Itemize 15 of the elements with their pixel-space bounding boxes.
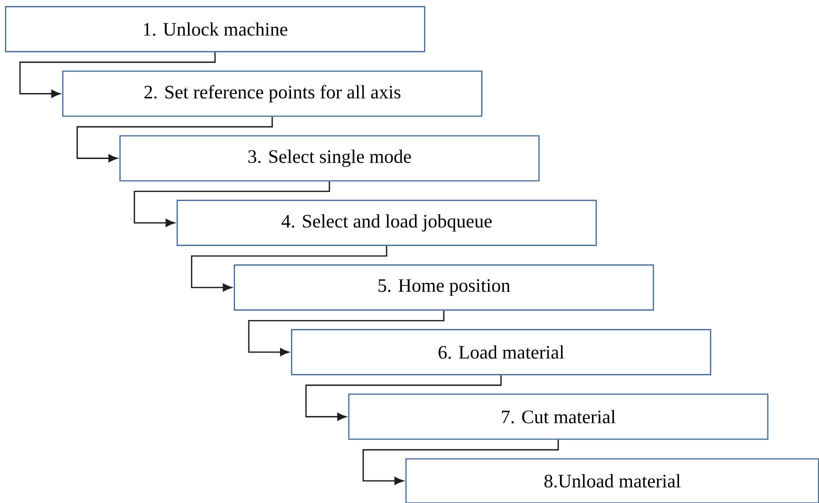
step-box: 4. Select and load jobqueue xyxy=(176,200,597,246)
elbow-arrow xyxy=(362,440,559,485)
elbow-arrow xyxy=(134,181,330,227)
step-box: 7. Cut material xyxy=(348,394,768,440)
elbow-arrow xyxy=(19,52,216,98)
step-box: 8.Unload material xyxy=(405,458,819,503)
step-box: 6. Load material xyxy=(291,329,712,376)
elbow-arrow xyxy=(248,310,444,356)
step-box: 1. Unlock machine xyxy=(5,6,426,52)
elbow-arrow xyxy=(305,375,502,421)
elbow-arrow xyxy=(76,116,273,162)
step-box: 3. Select single mode xyxy=(119,135,540,182)
step-box: 2. Set reference points for all axis xyxy=(62,70,482,117)
step-box: 5. Home position xyxy=(234,264,654,311)
elbow-arrow xyxy=(190,246,388,292)
